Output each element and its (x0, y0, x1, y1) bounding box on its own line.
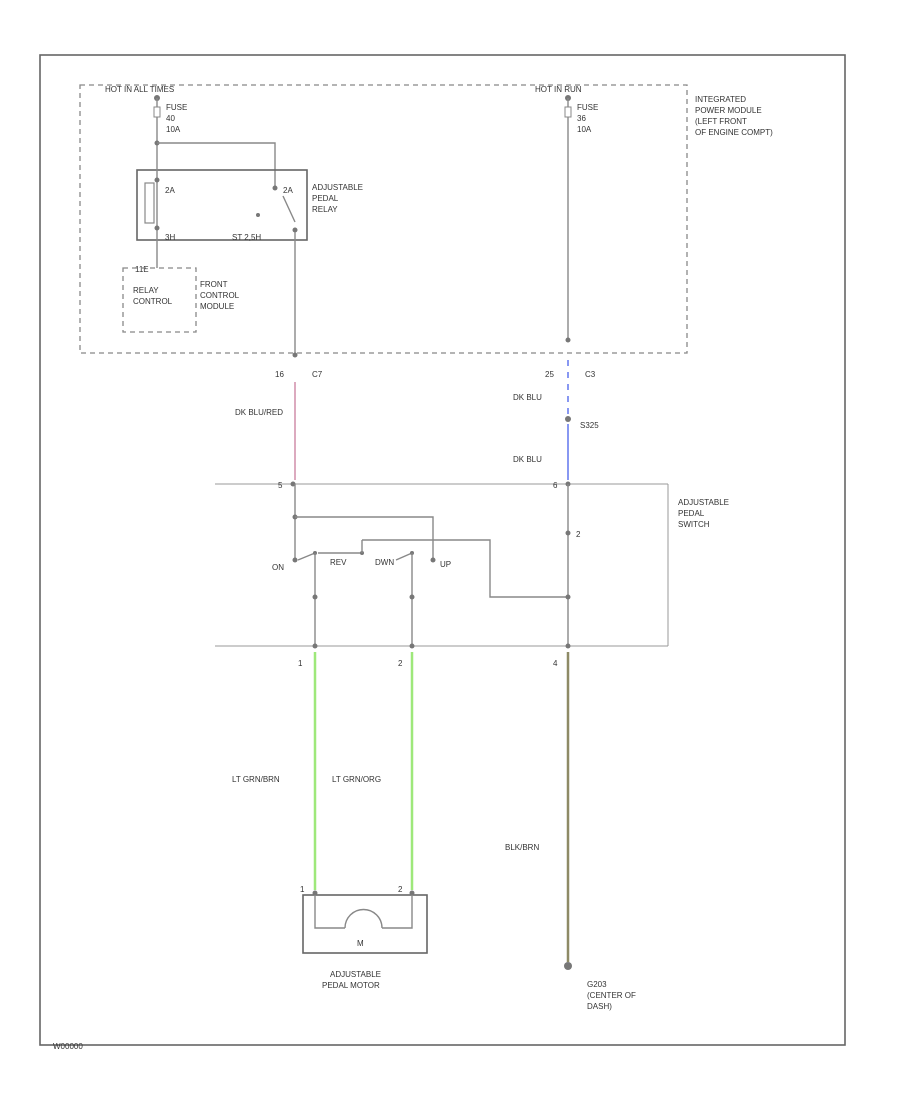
switch-pin-4: 4 (553, 659, 558, 668)
svg-text:ST 2,5H: ST 2,5H (232, 233, 261, 242)
ground-g203: G203 (CENTER OF DASH) (564, 962, 636, 1011)
svg-text:PEDAL: PEDAL (678, 509, 705, 518)
motor-symbol-icon (344, 908, 383, 929)
svg-text:PEDAL: PEDAL (312, 194, 339, 203)
switch-rev: REV (330, 558, 347, 567)
wire-label-dk-blu-2: DK BLU (513, 455, 542, 464)
svg-text:2: 2 (398, 885, 403, 894)
switch-up: UP (440, 560, 451, 569)
svg-text:FUSE: FUSE (577, 103, 598, 112)
svg-text:MODULE: MODULE (200, 302, 234, 311)
svg-text:ADJUSTABLE: ADJUSTABLE (312, 183, 363, 192)
svg-text:FUSE: FUSE (166, 103, 187, 112)
wire-label-lt-grnorg: LT GRN/ORG (332, 775, 381, 784)
svg-text:SWITCH: SWITCH (678, 520, 710, 529)
switch-node-label: 2 (576, 530, 581, 539)
power-module-box (79, 84, 688, 354)
power-module-title: INTEGRATED POWER MODULE (LEFT FRONT OF E… (695, 95, 773, 137)
diagram-code: W00000 (53, 1042, 83, 1051)
splice-label: S325 (580, 421, 599, 430)
svg-text:3H: 3H (165, 233, 175, 242)
svg-text:ADJUSTABLE: ADJUSTABLE (330, 970, 381, 979)
switch-on: ON (272, 563, 284, 572)
fuse-36: FUSE 36 10A (564, 95, 598, 340)
front-control-module: RELAY CONTROL FRONT CONTROL MODULE (122, 267, 240, 333)
adjustable-pedal-relay: 2A 3H 2A ST 2,5H ADJUSTABLE PEDAL RELAY (136, 165, 363, 242)
svg-text:INTEGRATED: INTEGRATED (695, 95, 746, 104)
svg-text:DASH): DASH) (587, 1002, 612, 1011)
svg-text:36: 36 (577, 114, 586, 123)
svg-text:POWER MODULE: POWER MODULE (695, 106, 762, 115)
motor-pin-1-label: 1 (298, 659, 303, 668)
fcm-pin: 11E (135, 265, 149, 274)
wire-label-dk-blured: DK BLU/RED (235, 408, 283, 417)
svg-text:(LEFT FRONT: (LEFT FRONT (695, 117, 747, 126)
svg-text:G203: G203 (587, 980, 607, 989)
c7-pin: 16 (275, 370, 284, 379)
switch-pin-5: 5 (278, 481, 283, 490)
motor-pin-2-label: 2 (398, 659, 403, 668)
c3-pin: 25 (545, 370, 554, 379)
switch-dwn: DWN (375, 558, 394, 567)
wire-label-blkbrn: BLK/BRN (505, 843, 539, 852)
fuse-40: FUSE 40 10A (153, 95, 187, 165)
hot-at-all-times-label: HOT IN ALL TIMES (105, 85, 174, 94)
c3-connector: C3 (585, 370, 596, 379)
hot-in-run-label: HOT IN RUN (535, 85, 582, 94)
adjustable-pedal-switch: ADJUSTABLE PEDAL SWITCH (215, 483, 729, 647)
svg-text:FRONT: FRONT (200, 280, 228, 289)
svg-text:PEDAL MOTOR: PEDAL MOTOR (322, 981, 380, 990)
svg-text:40: 40 (166, 114, 175, 123)
c7-connector: C7 (312, 370, 323, 379)
svg-text:CONTROL: CONTROL (133, 297, 173, 306)
svg-text:10A: 10A (166, 125, 181, 134)
svg-text:(CENTER OF: (CENTER OF (587, 991, 636, 1000)
svg-text:CONTROL: CONTROL (200, 291, 240, 300)
adjustable-pedal-motor: 1 2 M ADJUSTABLE PEDAL MOTOR (300, 885, 428, 990)
svg-text:RELAY: RELAY (133, 286, 159, 295)
svg-text:ADJUSTABLE: ADJUSTABLE (678, 498, 729, 507)
switch-pin-6: 6 (553, 481, 558, 490)
svg-text:10A: 10A (577, 125, 592, 134)
splice-s325 (565, 416, 571, 422)
wire-label-lt-grnbrn: LT GRN/BRN (232, 775, 280, 784)
svg-text:OF ENGINE COMPT): OF ENGINE COMPT) (695, 128, 773, 137)
svg-text:M: M (357, 939, 364, 948)
svg-text:1: 1 (300, 885, 305, 894)
svg-text:2A: 2A (165, 186, 175, 195)
svg-text:2A: 2A (283, 186, 293, 195)
wire-label-dk-blu-1: DK BLU (513, 393, 542, 402)
svg-text:RELAY: RELAY (312, 205, 338, 214)
diagram-frame (39, 54, 846, 1046)
